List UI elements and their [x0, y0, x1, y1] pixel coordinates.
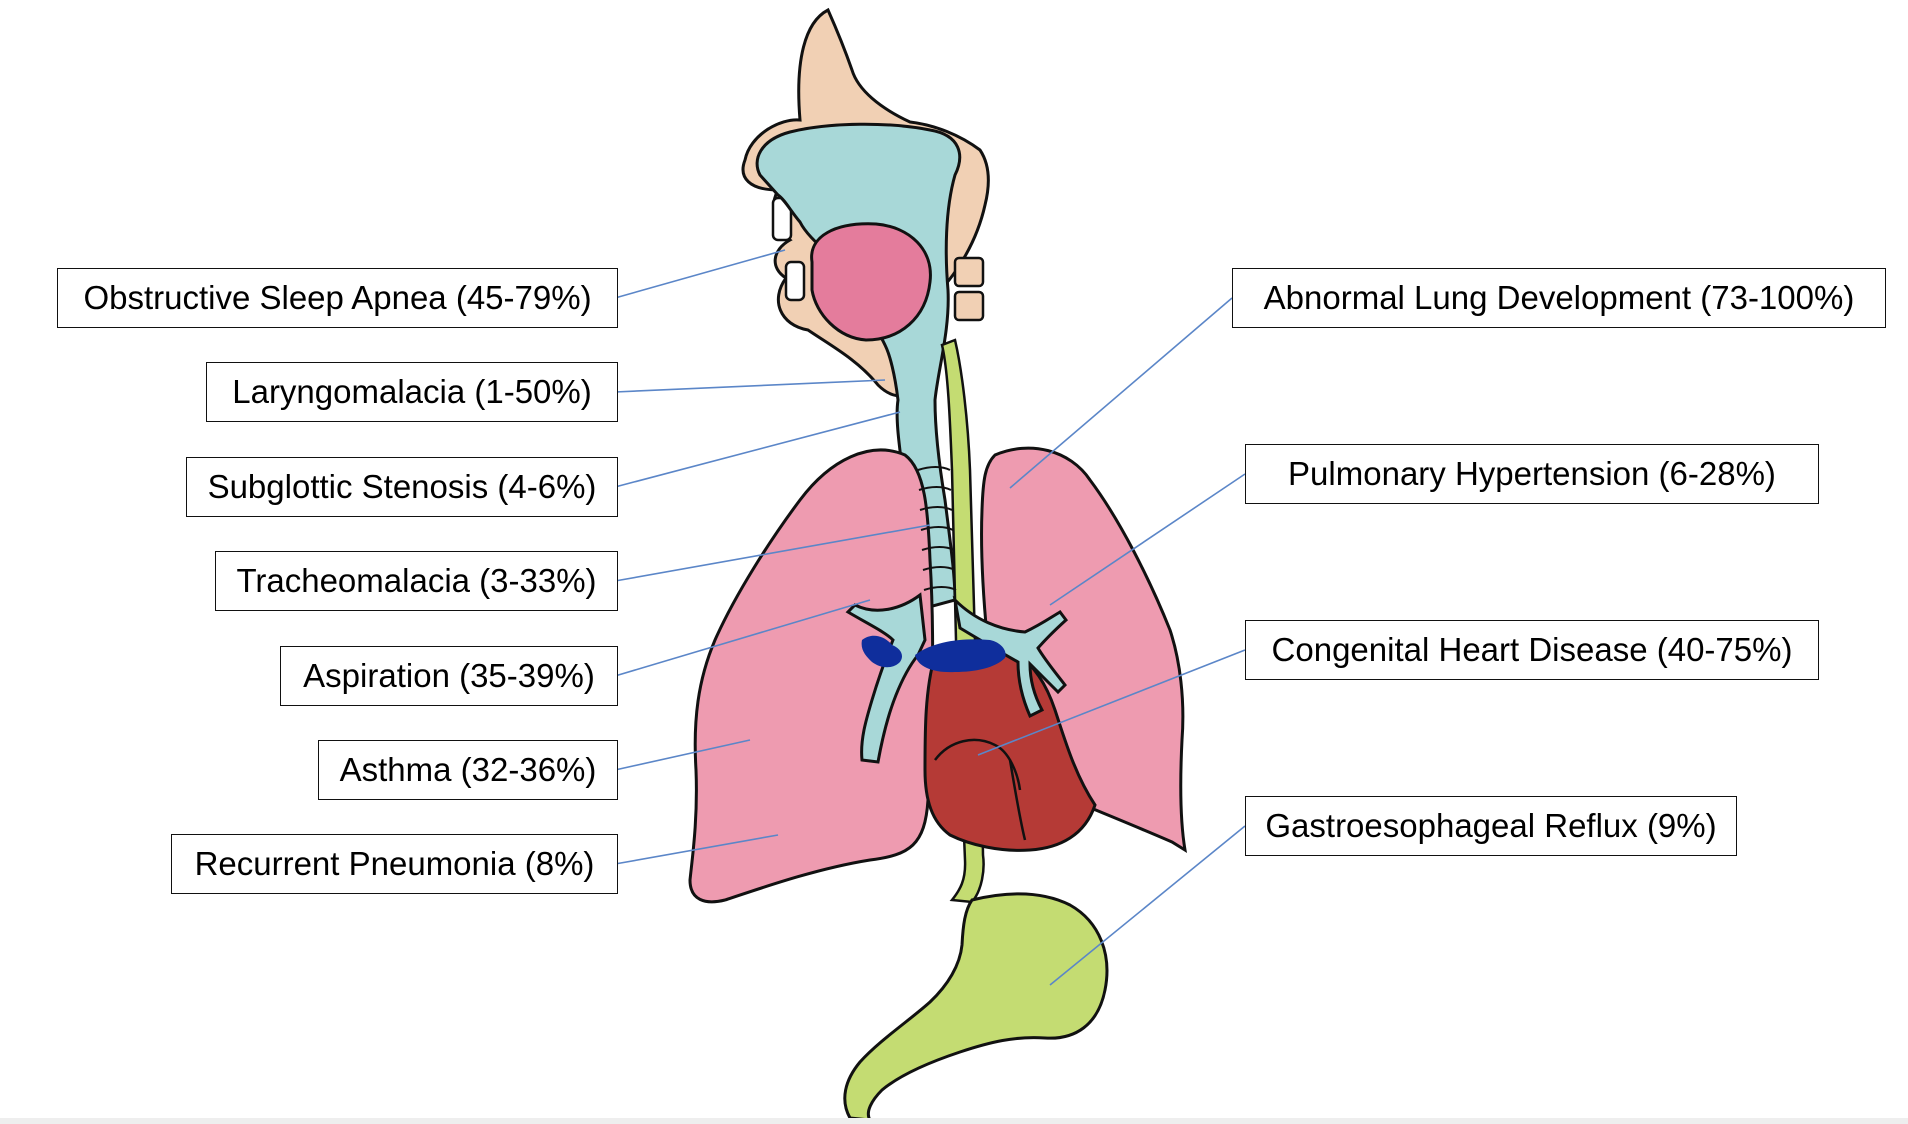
leader-line-abnormal-lung	[1009, 297, 1233, 489]
label-recurrent-pneumonia: Recurrent Pneumonia (8%)	[171, 834, 618, 894]
leader-lines	[614, 249, 1246, 986]
label-text: Tracheomalacia (3-33%)	[236, 562, 597, 599]
leader-line-pulm-htn	[1049, 473, 1246, 606]
label-congenital-heart-disease: Congenital Heart Disease (40-75%)	[1245, 620, 1819, 680]
bottom-border	[0, 1118, 1908, 1124]
leader-line-chd	[977, 649, 1246, 756]
label-tracheomalacia: Tracheomalacia (3-33%)	[215, 551, 618, 611]
leader-line-pneumonia	[614, 834, 779, 865]
label-subglottic-stenosis: Subglottic Stenosis (4-6%)	[186, 457, 618, 517]
heart-detail	[934, 738, 1022, 791]
leader-line-asthma	[614, 739, 751, 771]
leader-line-tracheomalacia	[614, 524, 931, 582]
leader-line-subglottic	[614, 411, 901, 488]
lung-left	[980, 446, 1188, 854]
leader-line-osa	[614, 249, 786, 299]
label-text: Aspiration (35-39%)	[303, 657, 595, 694]
vertebra	[953, 256, 985, 288]
leader-line-gerd	[1049, 825, 1246, 986]
label-text: Gastroesophageal Reflux (9%)	[1265, 807, 1717, 844]
leader-line-laryngomalacia	[614, 379, 886, 393]
label-text: Laryngomalacia (1-50%)	[232, 373, 592, 410]
label-text: Asthma (32-36%)	[339, 751, 597, 788]
pulmonary-vessels-left	[861, 635, 903, 668]
label-text: Recurrent Pneumonia (8%)	[194, 845, 595, 882]
label-asthma: Asthma (32-36%)	[318, 740, 618, 800]
label-text: Subglottic Stenosis (4-6%)	[207, 468, 597, 505]
label-aspiration: Aspiration (35-39%)	[280, 646, 618, 706]
label-text: Congenital Heart Disease (40-75%)	[1271, 631, 1793, 668]
leader-line-aspiration	[614, 599, 871, 677]
label-abnormal-lung-development: Abnormal Lung Development (73-100%)	[1232, 268, 1886, 328]
label-text: Pulmonary Hypertension (6-28%)	[1288, 455, 1776, 492]
label-obstructive-sleep-apnea: Obstructive Sleep Apnea (45-79%)	[57, 268, 618, 328]
label-text: Obstructive Sleep Apnea (45-79%)	[83, 279, 592, 316]
tracheal-rings	[917, 466, 957, 591]
label-gastroesophageal-reflux: Gastroesophageal Reflux (9%)	[1245, 796, 1737, 856]
vertebra	[953, 290, 985, 322]
lower-tooth	[784, 260, 806, 302]
stomach	[843, 892, 1109, 1122]
tongue	[810, 222, 932, 342]
label-text: Abnormal Lung Development (73-100%)	[1263, 279, 1855, 316]
pulmonary-vessels-right	[915, 639, 1006, 673]
label-pulmonary-hypertension: Pulmonary Hypertension (6-28%)	[1245, 444, 1819, 504]
label-laryngomalacia: Laryngomalacia (1-50%)	[206, 362, 618, 422]
heart-septum	[1008, 759, 1027, 841]
